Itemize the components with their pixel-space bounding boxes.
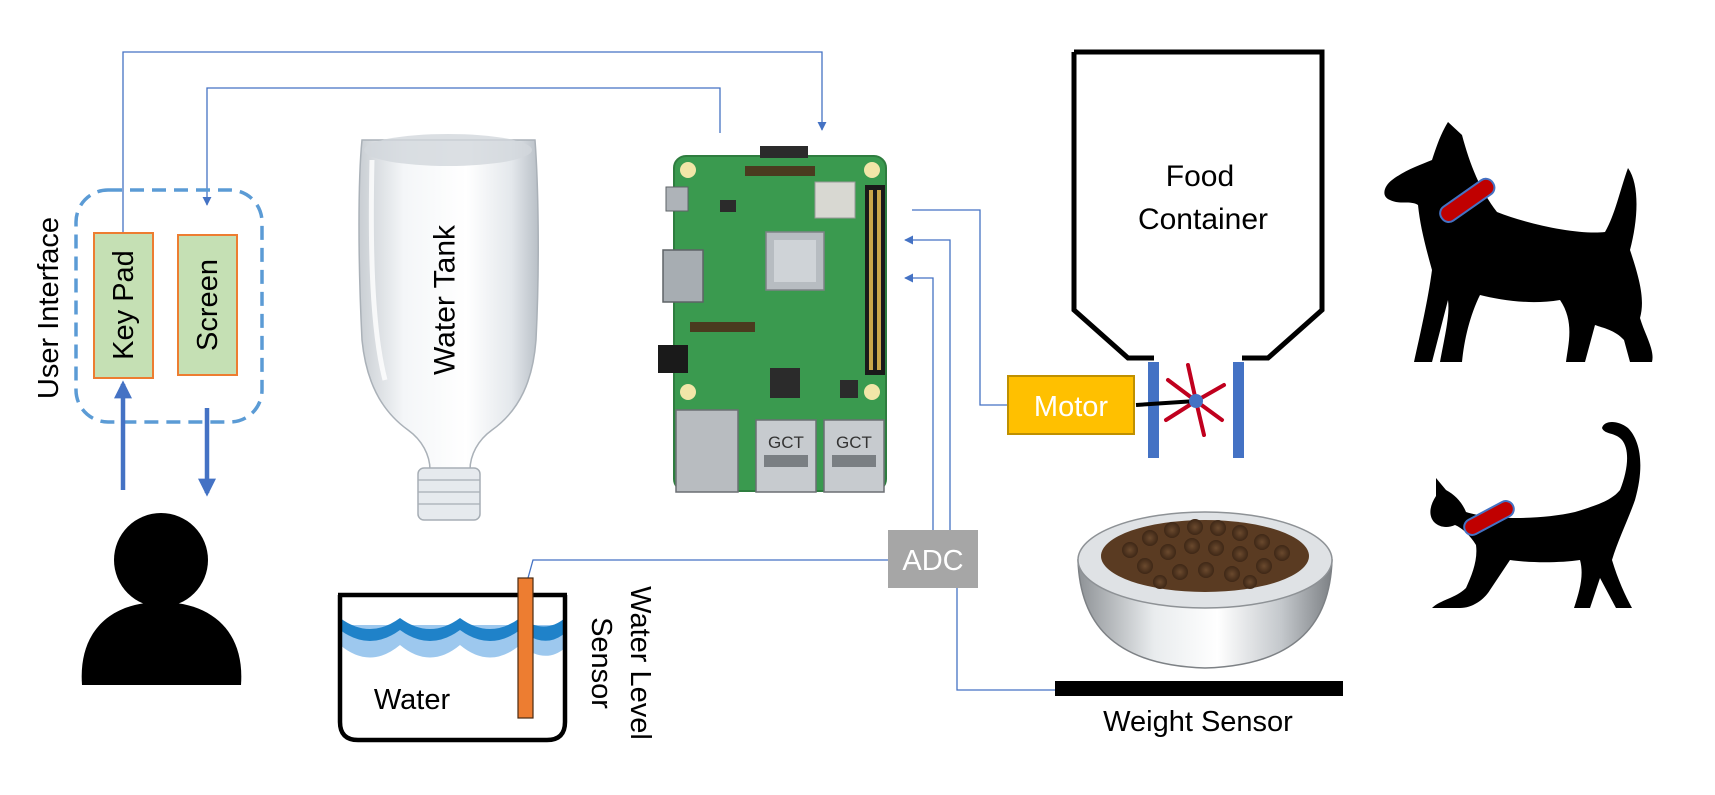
key-pad-module[interactable] <box>93 232 154 379</box>
reservoir-container <box>337 595 568 743</box>
svg-text:Water Level: Water Level <box>624 586 656 740</box>
cat-collar <box>1463 500 1515 536</box>
cat-icon <box>1430 422 1641 608</box>
adc-module: ADC <box>888 530 978 588</box>
water-bottle-icon <box>358 134 539 521</box>
usb-port-right-label: GCT <box>836 433 872 452</box>
dog-icon <box>1384 122 1653 362</box>
water-tank-label: Water Tank <box>429 224 462 375</box>
key-pad-label: Key Pad <box>108 250 140 360</box>
adc-label: ADC <box>902 545 963 577</box>
food-container: Food Container <box>1071 49 1325 458</box>
user-interface-group: User Interface Key Pad Screen <box>33 188 264 685</box>
food-container-outline <box>1071 49 1325 361</box>
water-tank: Water Tank <box>358 134 539 521</box>
water-level-sensor-probe <box>517 577 534 719</box>
svg-text:Sensor: Sensor <box>585 617 617 709</box>
dog-collar <box>1439 177 1496 224</box>
weight-sensor-label: Weight Sensor <box>1103 706 1293 738</box>
food-container-label-1: Food <box>1166 160 1234 193</box>
motor-shaft <box>1135 399 1197 407</box>
person-icon <box>81 513 242 685</box>
water-reservoir: Water Water Level Sensor <box>337 577 656 743</box>
pi-to-screen-wire <box>202 87 721 206</box>
water-sensor-to-adc-wire <box>527 559 888 579</box>
user-interface-boundary <box>74 188 264 424</box>
water-wave-dark <box>340 618 565 641</box>
user-interface-label: User Interface <box>33 217 65 399</box>
food-bowl-icon <box>1077 511 1333 669</box>
keypad-to-pi-wire <box>122 51 827 233</box>
weight-sensor-plate <box>1055 681 1343 696</box>
adc-to-pi-wire-2 <box>904 273 934 530</box>
pi-to-motor-wire <box>912 209 1008 406</box>
food-container-label-2: Container <box>1138 203 1268 236</box>
usb-port-left-label: GCT <box>768 433 804 452</box>
chute-wall-left <box>1148 362 1159 458</box>
screen-module[interactable] <box>177 234 238 376</box>
connector-lines <box>122 51 1055 691</box>
weight-sensor-to-adc-wire <box>956 588 1055 691</box>
screen-label: Screen <box>192 259 224 351</box>
chute-wall-right <box>1233 362 1244 458</box>
water-label: Water <box>374 684 451 716</box>
motor-label: Motor <box>1034 391 1108 423</box>
motor-module: Motor <box>1007 375 1135 435</box>
raspberry-pi-board-icon: GCT GCT <box>658 146 887 493</box>
adc-to-pi-wire-1 <box>904 235 951 530</box>
water-level-sensor-label: Water Level Sensor <box>585 586 656 740</box>
